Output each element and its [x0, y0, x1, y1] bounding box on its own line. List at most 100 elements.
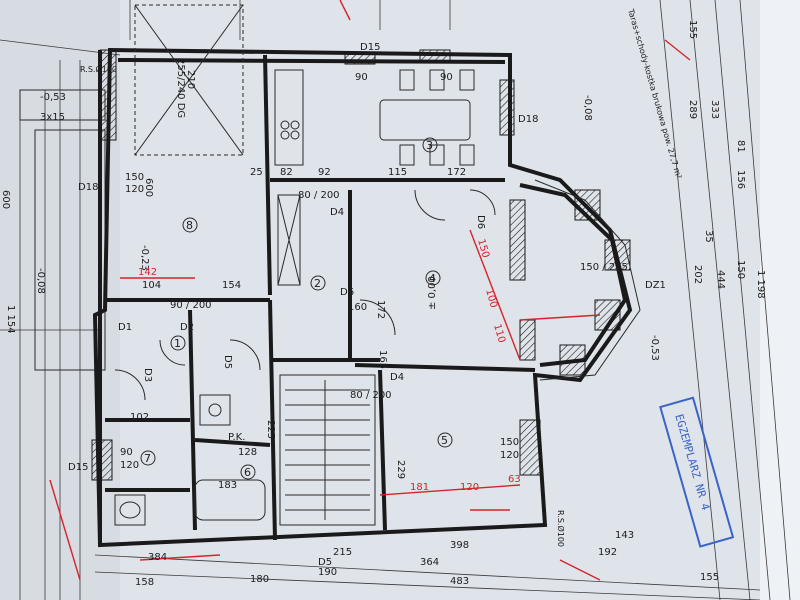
room-8-circle	[182, 217, 198, 233]
dz1-label: DZ1	[645, 280, 666, 291]
bay-150: 150 / 215	[580, 262, 628, 273]
dim-156: 156	[735, 170, 746, 189]
red-142: 142	[138, 267, 157, 278]
elev-right: -0,53	[649, 335, 660, 361]
room-7-circle	[140, 450, 156, 466]
dim-180: 180	[250, 574, 269, 585]
dim-600-left: 600	[0, 190, 11, 209]
top-90b: 90	[440, 72, 453, 83]
d18-right: D18	[518, 114, 538, 125]
d6-label: D6	[475, 215, 486, 229]
room-6-circle	[240, 464, 256, 480]
elev-0: ± 0,00	[427, 276, 438, 310]
dim-115: 115	[388, 167, 407, 178]
rs2-label: R.S.Ø100	[556, 510, 566, 547]
bay-window-outer	[534, 179, 641, 381]
room-markers: 8 2 3 4 5 6 7 1	[140, 137, 453, 480]
d6b-label: D6	[340, 287, 354, 298]
dim-225: 225	[265, 420, 276, 439]
elev-left2: -0,08	[35, 268, 46, 294]
dim-3x15: 3x15	[40, 112, 65, 123]
dim-81: 81	[735, 140, 746, 153]
garage-door-label: 255/240 DG	[175, 58, 186, 118]
room-1-circle	[170, 335, 186, 351]
dim-183: 183	[218, 480, 237, 491]
garage-door-diag2	[134, 4, 244, 156]
room-4-circle	[425, 270, 441, 286]
red-annotations	[49, 0, 691, 581]
dim-289: 289	[687, 100, 698, 119]
dim-172b: 172	[375, 300, 386, 319]
d5-label: D5	[222, 355, 233, 369]
red-100: 100	[483, 288, 499, 309]
d4b-label: D4	[390, 372, 404, 383]
door-swings	[114, 189, 496, 401]
d4-label: D4	[330, 207, 344, 218]
dim-398: 398	[450, 540, 469, 551]
dim-104: 104	[142, 280, 161, 291]
dim-229: 229	[395, 460, 406, 479]
interior-walls	[105, 54, 536, 541]
red-63: 63	[508, 474, 521, 485]
rs-label: R.S.Ø100	[80, 64, 117, 74]
dim-35: 35	[703, 230, 714, 243]
room7-120: 120	[120, 460, 139, 471]
d3-label: D3	[142, 368, 153, 382]
room-8-number: 8	[186, 219, 193, 232]
bay-window	[519, 183, 628, 367]
room-3-circle	[422, 137, 438, 153]
room-5-number: 5	[441, 434, 448, 447]
dim-384: 384	[148, 552, 167, 563]
dim-215: 215	[333, 547, 352, 558]
d15-top: D15	[360, 42, 380, 53]
d1-label: D1	[118, 322, 132, 333]
dim-143: 143	[615, 530, 634, 541]
dim-444: 444	[715, 270, 726, 289]
dim-128: 128	[238, 447, 257, 458]
dim-158: 158	[135, 577, 154, 588]
dim-155-top: 155	[687, 20, 698, 39]
room8-600: 600	[143, 178, 154, 197]
door-80-200b: 80 / 200	[350, 390, 392, 401]
red-181: 181	[410, 482, 429, 493]
d5b-label: D5	[318, 557, 332, 568]
room-7-number: 7	[144, 452, 151, 465]
room-1-number: 1	[174, 337, 181, 350]
dim-483: 483	[450, 576, 469, 587]
staircase	[279, 374, 376, 526]
door-90-200: 90 / 200	[170, 300, 212, 311]
dim-92: 92	[318, 167, 331, 178]
dim-192: 192	[598, 547, 617, 558]
paper-edge-right	[760, 0, 800, 600]
room-2-circle	[310, 275, 326, 291]
room-4-number: 4	[429, 272, 436, 285]
dim-160: 160	[348, 302, 367, 313]
bathroom-fixtures	[114, 394, 266, 526]
dim-172: 172	[447, 167, 466, 178]
garage-210: 210	[185, 70, 196, 89]
elev-left: -0,53	[40, 92, 66, 103]
dim-102: 102	[130, 412, 149, 423]
dim-333: 333	[709, 100, 720, 119]
dim-150-right: 150	[735, 260, 746, 279]
room5-120: 120	[500, 450, 519, 461]
dim-202: 202	[692, 265, 703, 284]
dim-165: 165	[377, 350, 388, 369]
hatched-columns	[91, 49, 631, 481]
garage-door-swing	[134, 4, 244, 156]
dim-155: 155	[700, 572, 719, 583]
dim-1154: 1 154	[5, 305, 16, 334]
d15b-label: D15	[68, 462, 88, 473]
room5-150: 150	[500, 437, 519, 448]
pk-label: P.K.	[228, 432, 245, 443]
red-120: 120	[460, 482, 479, 493]
red-150: 150	[475, 238, 491, 259]
room-3-number: 3	[426, 139, 433, 152]
dim-190: 190	[318, 567, 337, 578]
room-5-circle	[437, 432, 453, 448]
room-6-number: 6	[244, 466, 251, 479]
elev-8: -0,23	[139, 245, 150, 271]
room8-150: 150	[125, 172, 144, 183]
top-90: 90	[355, 72, 368, 83]
